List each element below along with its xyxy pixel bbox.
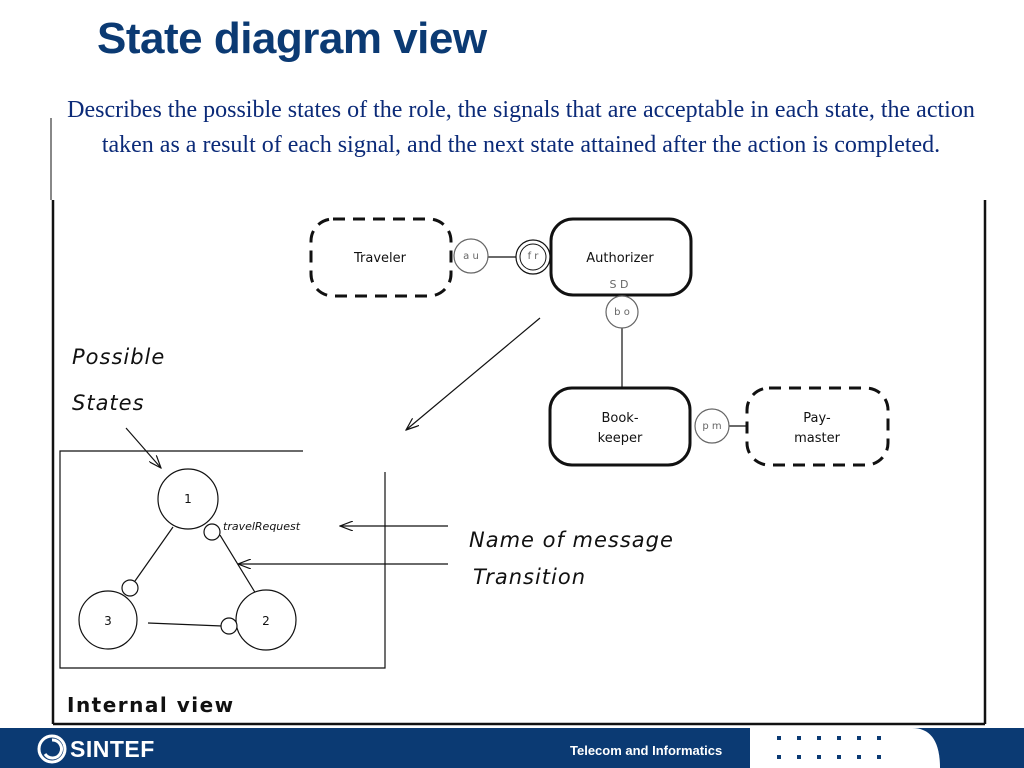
- signal-input-state-3: [121, 579, 139, 597]
- paymaster-label-2: master: [794, 431, 840, 446]
- port-bo-label: b o: [614, 307, 630, 318]
- possible-states-label-1: Possible: [72, 345, 166, 369]
- transition-1-3: [134, 526, 174, 582]
- internal-view-label: Internal view: [67, 693, 235, 717]
- state-1-label: 1: [184, 492, 192, 506]
- state-2: [235, 589, 297, 651]
- state-2-label: 2: [262, 614, 270, 628]
- authorizer-role: [549, 217, 693, 297]
- traveler-role: [309, 217, 453, 298]
- sintef-logo-text: SINTEF: [70, 736, 155, 762]
- sd-label: S D: [610, 278, 629, 291]
- port-au-label: a u: [463, 251, 479, 262]
- slide-title: State diagram view: [97, 14, 487, 63]
- state-3: [78, 590, 138, 650]
- paymaster-label-1: Pay-: [803, 411, 831, 426]
- paymaster-role: [745, 386, 890, 467]
- footer-bar: [0, 728, 1024, 768]
- signal-input-travelRequest: [203, 523, 221, 541]
- state-3-label: 3: [104, 614, 112, 628]
- port-au: [453, 238, 489, 274]
- possible-states-label-2: States: [72, 391, 145, 415]
- signal-input-state-2: [220, 617, 238, 635]
- name-of-message-label: Name of message: [469, 528, 674, 552]
- slide-description: Describes the possible states of the rol…: [67, 97, 975, 158]
- transition-3-2: [147, 622, 223, 627]
- footer-division: Telecom and Informatics: [570, 743, 723, 758]
- possible-states-arrow: [125, 427, 161, 468]
- transition-label: Transition: [473, 565, 587, 589]
- authorizer-label: Authorizer: [586, 251, 654, 266]
- port-bo: [605, 295, 639, 329]
- diagram-canvas: Traveler Authorizer S D Book- keeper Pay…: [50, 118, 987, 726]
- message-name-label: travelRequest: [223, 520, 301, 533]
- bookkeeper-role: [548, 386, 692, 467]
- traveler-label: Traveler: [353, 251, 407, 266]
- bookkeeper-label-1: Book-: [601, 411, 638, 426]
- state-1: [157, 468, 219, 530]
- internal-view-frame: [59, 450, 386, 669]
- port-fr-outer: [515, 239, 551, 275]
- port-pm: [694, 408, 730, 444]
- port-fr-inner: [519, 243, 547, 271]
- zoom-arrow: [406, 317, 541, 430]
- sintef-logo-icon: [37, 734, 67, 764]
- port-pm-label: p m: [702, 421, 721, 432]
- bookkeeper-label-2: keeper: [598, 431, 643, 446]
- footer-decoration: [750, 728, 940, 768]
- port-fr-label: f r: [528, 251, 540, 262]
